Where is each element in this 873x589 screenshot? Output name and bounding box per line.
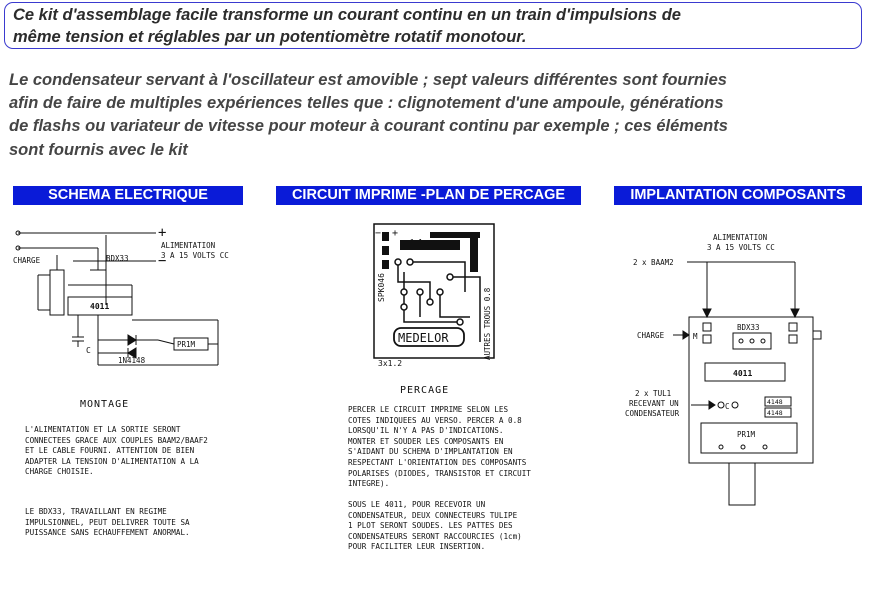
schema-minus: − <box>158 253 166 269</box>
impl-c-label: C <box>725 402 730 411</box>
montage-note-2: LE BDX33, TRAVAILLANT EN REGIME IMPULSIO… <box>25 507 190 539</box>
pcb-minus: − <box>375 228 381 239</box>
montage-title: MONTAGE <box>80 399 130 410</box>
percage-note-2: SOUS LE 4011, POUR RECEVOIR UN CONDENSAT… <box>348 500 522 553</box>
schema-supply-line1: ALIMENTATION <box>161 241 215 250</box>
schema-cap-label: C <box>86 346 91 355</box>
montage-note-1-line: L'ALIMENTATION ET LA SORTIE SERONT <box>25 425 181 434</box>
pcb-brand: MEDELOR <box>398 331 449 345</box>
pcb-plus: + <box>392 228 398 239</box>
schema-supply-line2: 3 A 15 VOLTS CC <box>161 251 229 260</box>
pcb-layout: + − 1.1 MEDELOR 3x1.2 SPK046 AUTRES TROU… <box>370 222 502 372</box>
schema-charge-label: CHARGE <box>13 256 41 265</box>
percage-note-2-line: CONDENSATEURS SERONT RACCOURCIES (1cm) <box>348 531 522 541</box>
schema-pot-label: PR1M <box>177 340 196 349</box>
header-circuit-imprime: CIRCUIT IMPRIME -PLAN DE PERCAGE <box>276 186 581 205</box>
montage-note-2-line: LE BDX33, TRAVAILLANT EN REGIME <box>25 507 167 516</box>
percage-note-1: PERCER LE CIRCUIT IMPRIME SELON LES COTE… <box>348 405 531 490</box>
impl-tul-line1: 2 x TUL1 <box>635 389 671 398</box>
montage-note-1: L'ALIMENTATION ET LA SORTIE SERONT CONNE… <box>25 425 208 478</box>
percage-note-1-line: S'AIDANT DU SCHEMA D'IMPLANTATION EN <box>348 447 513 457</box>
description-line-3: de flashs ou variateur de vitesse pour m… <box>9 117 728 136</box>
impl-tul-line3: CONDENSATEUR <box>625 409 680 418</box>
percage-note-2-line: POUR FACILITER LEUR INSERTION. <box>348 542 486 552</box>
header-implantation: IMPLANTATION COMPOSANTS <box>614 186 862 205</box>
montage-note-1-line: CHARGE CHOISIE. <box>25 467 94 477</box>
schematic-diagram: + − CHARGE BDX33 ALIMENTATION 3 A 15 VOL… <box>8 215 256 395</box>
percage-note-2-line: 1 PLOT SERONT SOUDES. LES PATTES DES <box>348 521 513 531</box>
description-line-4: sont fournis avec le kit <box>9 140 188 159</box>
pcb-holes: AUTRES TROUS 0.8 <box>483 287 492 360</box>
impl-supply-line1: ALIMENTATION <box>713 233 767 242</box>
pcb-scale: 3x1.2 <box>378 359 402 368</box>
percage-title: PERCAGE <box>400 385 450 396</box>
pcb-code: SPK046 <box>377 273 386 302</box>
impl-diode2-label: 4148 <box>767 409 783 417</box>
schema-transistor-label: BDX33 <box>106 254 129 263</box>
montage-note-1-line: ADAPTER LA TENSION D'ALIMENTATION A LA <box>25 456 199 466</box>
montage-note-1-line: CONNECTEES GRACE AUX COUPLES BAAM2/BAAF2 <box>25 435 208 445</box>
schema-plus: + <box>158 225 166 241</box>
percage-note-1-line: RESPECTANT L'ORIENTATION DES COMPOSANTS <box>348 457 527 467</box>
percage-note-1-line: INTEGRE). <box>348 479 390 489</box>
description-paragraph: Le condensateur servant à l'oscillateur … <box>9 69 871 162</box>
intro-line-1: Ce kit d'assemblage facile transforme un… <box>13 6 681 24</box>
description-line-1: Le condensateur servant à l'oscillateur … <box>9 71 727 89</box>
impl-tul-line2: RECEVANT UN <box>629 399 679 408</box>
schema-diode-label: 1N4148 <box>118 356 146 365</box>
component-layout: ALIMENTATION 3 A 15 VOLTS CC 2 x BAAM2 C… <box>625 225 865 515</box>
impl-transistor-label: BDX33 <box>737 323 760 332</box>
intro-box: Ce kit d'assemblage facile transforme un… <box>4 2 862 49</box>
percage-note-1-line: PERCER LE CIRCUIT IMPRIME SELON LES <box>348 405 509 414</box>
impl-supply-line2: 3 A 15 VOLTS CC <box>707 243 775 252</box>
percage-note-1-line: COTES INDIQUEES AU VERSO. PERCER A 0.8 <box>348 415 522 425</box>
intro-line-2: même tension et réglables par un potenti… <box>13 28 527 46</box>
impl-diode1-label: 4148 <box>767 398 783 406</box>
percage-note-1-line: MONTER ET SOUDER LES COMPOSANTS EN <box>348 436 504 446</box>
montage-note-2-line: PUISSANCE SANS ECHAUFFEMENT ANORMAL. <box>25 528 190 538</box>
impl-ic-label: 4011 <box>733 369 752 378</box>
header-schema-electrique: SCHEMA ELECTRIQUE <box>13 186 243 205</box>
percage-note-2-line: SOUS LE 4011, POUR RECEVOIR UN <box>348 500 486 509</box>
impl-charge-label: CHARGE <box>637 331 665 340</box>
percage-note-1-line: POLARISES (DIODES, TRANSISTOR ET CIRCUIT <box>348 468 531 478</box>
percage-note-1-line: LORSQU'IL N'Y A PAS D'INDICATIONS. <box>348 426 504 436</box>
montage-note-2-line: IMPULSIONNEL, PEUT DELIVRER TOUTE SA <box>25 517 190 527</box>
impl-pot-label: PR1M <box>737 430 756 439</box>
impl-m-label: M <box>693 332 698 341</box>
montage-note-1-line: ET LE CABLE FOURNI. ATTENTION DE BIEN <box>25 446 195 456</box>
schema-ic-label: 4011 <box>90 302 109 311</box>
impl-baam-label: 2 x BAAM2 <box>633 258 674 267</box>
percage-note-2-line: CONDENSATEUR, DEUX CONNECTEURS TULIPE <box>348 510 518 520</box>
description-line-2: afin de faire de multiples expériences t… <box>9 94 724 113</box>
